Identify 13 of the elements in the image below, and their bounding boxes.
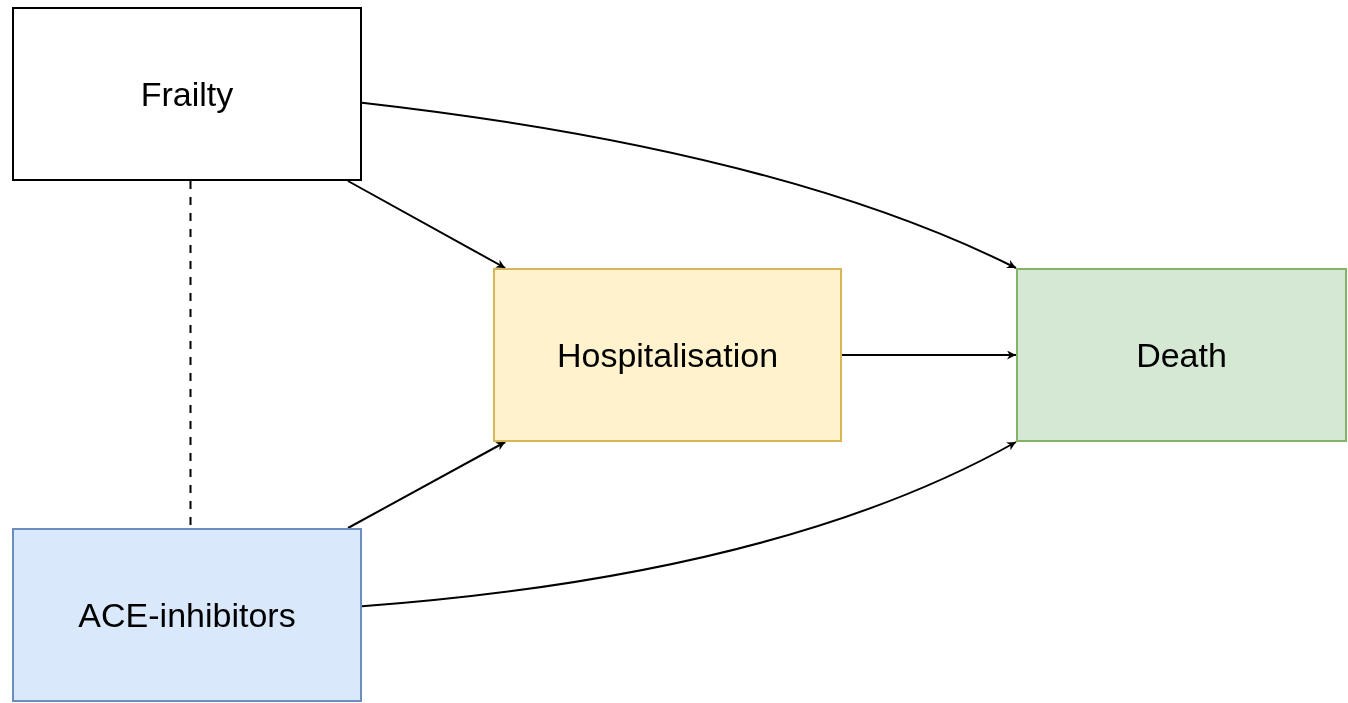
box-label: Frailty — [140, 73, 234, 115]
arrow — [347, 180, 507, 269]
box-label: Hospitalisation — [556, 334, 779, 376]
process-box — [1016, 268, 1347, 442]
arrow — [347, 441, 507, 529]
arrow — [361, 101, 1017, 269]
box-label: ACE-inhibitors — [78, 594, 296, 636]
process-box — [12, 7, 362, 181]
box-label: Death — [1136, 334, 1227, 376]
process-box — [493, 268, 842, 442]
arrow — [361, 441, 1017, 608]
process-box — [12, 528, 362, 702]
arrow — [841, 350, 1017, 360]
